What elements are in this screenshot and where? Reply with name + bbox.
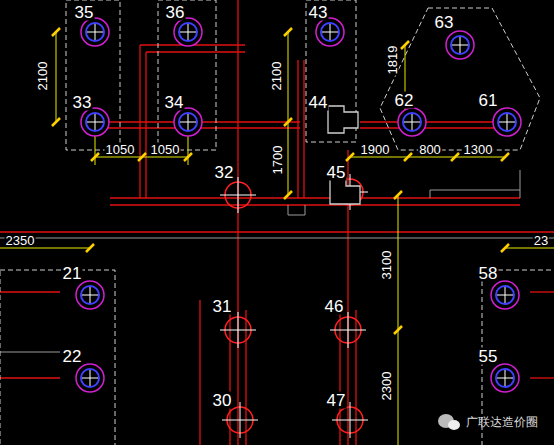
pile-number: 46 [324, 298, 345, 315]
pile-number: 43 [308, 4, 329, 21]
pile-number: 63 [434, 14, 455, 31]
dimension-text: 1700 [271, 145, 284, 176]
dimension-text: 1050 [105, 143, 136, 156]
pile-number: 45 [326, 164, 347, 181]
pile-number: 35 [74, 4, 95, 21]
dimension-text: 2100 [36, 61, 49, 92]
dimension-text: 1819 [386, 45, 399, 76]
pile-number: 47 [326, 392, 347, 409]
pile-number: 31 [212, 298, 233, 315]
pile-number: 30 [212, 392, 233, 409]
pile-number: 62 [394, 92, 415, 109]
pile-number: 44 [308, 94, 329, 111]
dimension-text: 2100 [270, 61, 283, 92]
watermark: 广联达造价圈 [465, 416, 539, 428]
pile-number: 22 [62, 348, 83, 365]
pile-number: 32 [214, 164, 235, 181]
dimension-text: 3100 [380, 250, 393, 281]
pile-number: 58 [478, 265, 499, 282]
dimension-text: 23 [533, 234, 549, 247]
dimension-text: 2300 [380, 371, 393, 402]
dimension-text: 1050 [150, 143, 181, 156]
pile-number: 21 [62, 265, 83, 282]
dimension-text: 800 [418, 143, 442, 156]
pile-number: 33 [72, 94, 93, 111]
pile-number: 34 [164, 94, 185, 111]
dimension-text: 1300 [463, 143, 494, 156]
dimension-text: 1900 [360, 143, 391, 156]
pile-number: 61 [478, 92, 499, 109]
pile-number: 36 [165, 4, 186, 21]
dimension-text: 2350 [5, 234, 36, 247]
pile-number: 55 [478, 348, 499, 365]
